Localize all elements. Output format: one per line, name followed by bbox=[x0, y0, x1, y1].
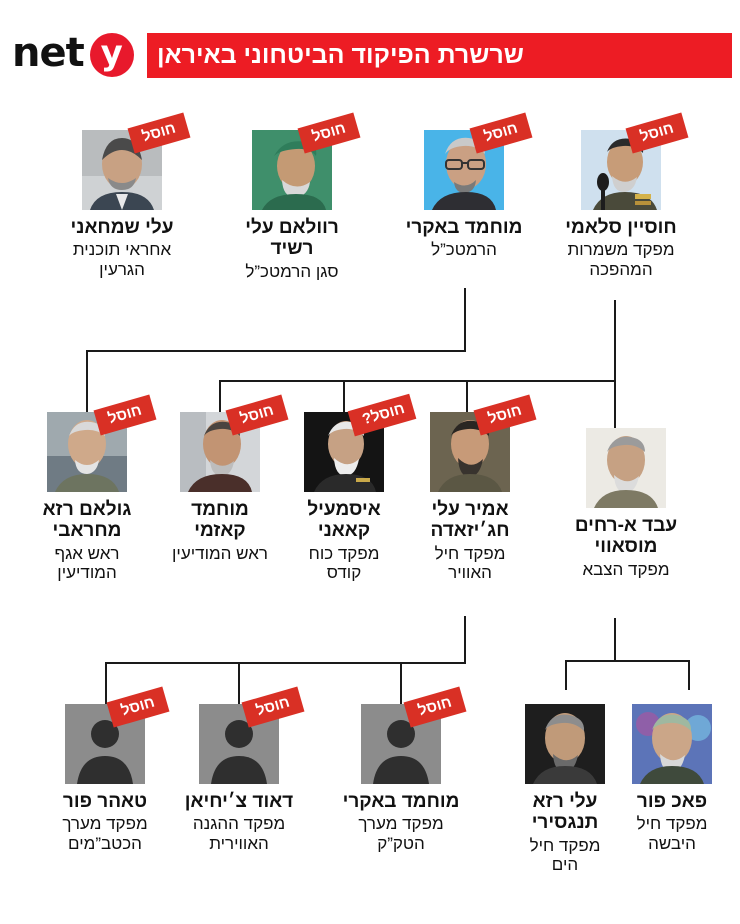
avatar bbox=[586, 428, 666, 508]
avatar bbox=[581, 130, 661, 210]
photo-wrap: חוסל bbox=[556, 112, 689, 210]
connector-to-kazemi bbox=[219, 380, 221, 412]
person-role: מפקד מערך הטק”ק bbox=[358, 814, 444, 853]
photo-wrap bbox=[622, 704, 722, 784]
connector-row3-bus bbox=[105, 662, 465, 664]
person-role: ראש אגף המודיעין bbox=[54, 543, 120, 583]
connector-to-mehrabi bbox=[86, 350, 88, 412]
person-card[interactable]: עלי רזא תנגסירי מפקד חיל הים bbox=[525, 704, 605, 875]
person-card[interactable]: חוסל עלי שמחאני אחראי תוכנית הגרעין bbox=[62, 112, 191, 279]
person-name: דאוד צ׳יחיאן bbox=[184, 791, 294, 812]
person-card[interactable]: עבד א-רחים מוסאווי מפקד הצבא bbox=[572, 428, 680, 579]
photo-wrap: חוסל bbox=[404, 112, 533, 210]
person-card[interactable]: חוסל אמיר עלי חג׳יזאדה מפקד חיל האוויר bbox=[416, 394, 537, 583]
person-name: איסמעיל קאאני bbox=[307, 499, 381, 542]
connector-to-bagheri-lower bbox=[400, 662, 402, 704]
person-name: טאהר פור bbox=[62, 791, 148, 812]
logo-y-letter: y bbox=[100, 32, 123, 73]
person-card[interactable]: חוסל דאוד צ׳יחיאן מפקד ההגנה האווירית bbox=[180, 686, 305, 853]
photo-wrap: חוסל? bbox=[290, 393, 417, 492]
person-role: מפקד כוח קודס bbox=[308, 543, 380, 583]
person-card[interactable]: חוסל? איסמעיל קאאני מפקד כוח קודס bbox=[290, 393, 417, 583]
photo-wrap: חוסל bbox=[180, 686, 305, 784]
person-card[interactable]: חוסל מוחמד קאזמי ראש המודיעין bbox=[164, 394, 289, 563]
person-name: עבד א-רחים מוסאווי bbox=[574, 515, 678, 558]
person-name: מוחמד באקרי bbox=[342, 791, 460, 812]
connector-mousavi-down bbox=[614, 618, 616, 662]
person-name: אמיר עלי חג׳יזאדה bbox=[430, 499, 510, 542]
connector-to-qaani bbox=[343, 380, 345, 412]
page-title: שרשרת הפיקוד הביטחוני באיראן bbox=[157, 41, 524, 69]
photo-wrap: חוסל bbox=[416, 394, 537, 492]
connector-row2-bus bbox=[219, 380, 616, 382]
photo-wrap: חוסל bbox=[45, 686, 170, 784]
person-card[interactable]: חוסל טאהר פור מפקד מערך הכטב”מים bbox=[45, 686, 170, 853]
person-card[interactable]: פאכ פור מפקד חיל היבשה bbox=[622, 704, 722, 853]
person-card[interactable]: חוסל גולאם רזא מחראבי ראש אגף המודיעין bbox=[26, 394, 157, 583]
person-name: עלי שמחאני bbox=[70, 217, 174, 238]
person-role: מפקד ההגנה האווירית bbox=[192, 814, 286, 853]
header: y net שרשרת הפיקוד הביטחוני באיראן bbox=[0, 0, 740, 96]
person-role: מפקד חיל האוויר bbox=[434, 543, 506, 583]
logo-circle-icon: y bbox=[89, 32, 134, 77]
connector-to-hajizadeh bbox=[466, 380, 468, 412]
person-role: הרמטכ”ל bbox=[431, 240, 497, 260]
person-role: סגן הרמטכ”ל bbox=[245, 261, 339, 281]
connector-salami-down bbox=[614, 300, 616, 382]
person-role: מפקד מערך הכטב”מים bbox=[62, 814, 148, 853]
photo-wrap: חוסל bbox=[342, 686, 467, 784]
person-card[interactable]: חוסל חוסיין סלאמי מפקד משמרות המהפכה bbox=[556, 112, 689, 279]
photo-wrap: חוסל bbox=[232, 112, 361, 210]
person-card[interactable]: חוסל רוולאם עלי רשיד סגן הרמטכ”ל bbox=[232, 112, 361, 281]
connector-to-taherpour bbox=[105, 662, 107, 704]
person-name: עלי רזא תנגסירי bbox=[531, 791, 599, 834]
photo-wrap: חוסל bbox=[62, 112, 191, 210]
person-role: אחראי תוכנית הגרעין bbox=[72, 240, 172, 279]
logo-net-text: net bbox=[12, 30, 85, 76]
person-role: מפקד משמרות המהפכה bbox=[567, 240, 675, 279]
photo-wrap bbox=[525, 704, 605, 784]
person-name: חוסיין סלאמי bbox=[565, 217, 677, 238]
person-role: מפקד חיל הים bbox=[529, 835, 601, 875]
title-banner: שרשרת הפיקוד הביטחוני באיראן bbox=[147, 33, 732, 78]
connector-to-mousavi bbox=[614, 380, 616, 428]
person-name: גולאם רזא מחראבי bbox=[42, 499, 132, 542]
photo-wrap bbox=[572, 428, 680, 508]
connector-bagheri-horizontal bbox=[86, 350, 466, 352]
avatar bbox=[525, 704, 605, 784]
avatar bbox=[632, 704, 712, 784]
person-name: מוחמד קאזמי bbox=[191, 499, 249, 542]
connector-hajizadeh-down bbox=[464, 616, 466, 664]
person-card[interactable]: חוסל מוחמד באקרי מפקד מערך הטק”ק bbox=[342, 686, 467, 853]
connector-navy-ground-bus bbox=[565, 660, 689, 662]
connector-to-pakpour bbox=[688, 660, 690, 690]
person-role: מפקד חיל היבשה bbox=[636, 814, 708, 853]
person-card[interactable]: חוסל מוחמד באקרי הרמטכ”ל bbox=[404, 112, 533, 260]
person-role: ראש המודיעין bbox=[172, 543, 268, 563]
connector-to-chiyaniyan bbox=[238, 662, 240, 704]
person-name: מוחמד באקרי bbox=[405, 217, 523, 238]
photo-wrap: חוסל bbox=[26, 394, 157, 492]
connector-to-tangsiri bbox=[565, 660, 567, 690]
person-role: מפקד הצבא bbox=[582, 559, 670, 579]
photo-wrap: חוסל bbox=[164, 394, 289, 492]
ynet-logo: y net bbox=[12, 30, 134, 80]
person-name: רוולאם עלי רשיד bbox=[245, 217, 339, 260]
person-name: פאכ פור bbox=[636, 791, 708, 812]
connector-bagheri-down bbox=[464, 288, 466, 352]
